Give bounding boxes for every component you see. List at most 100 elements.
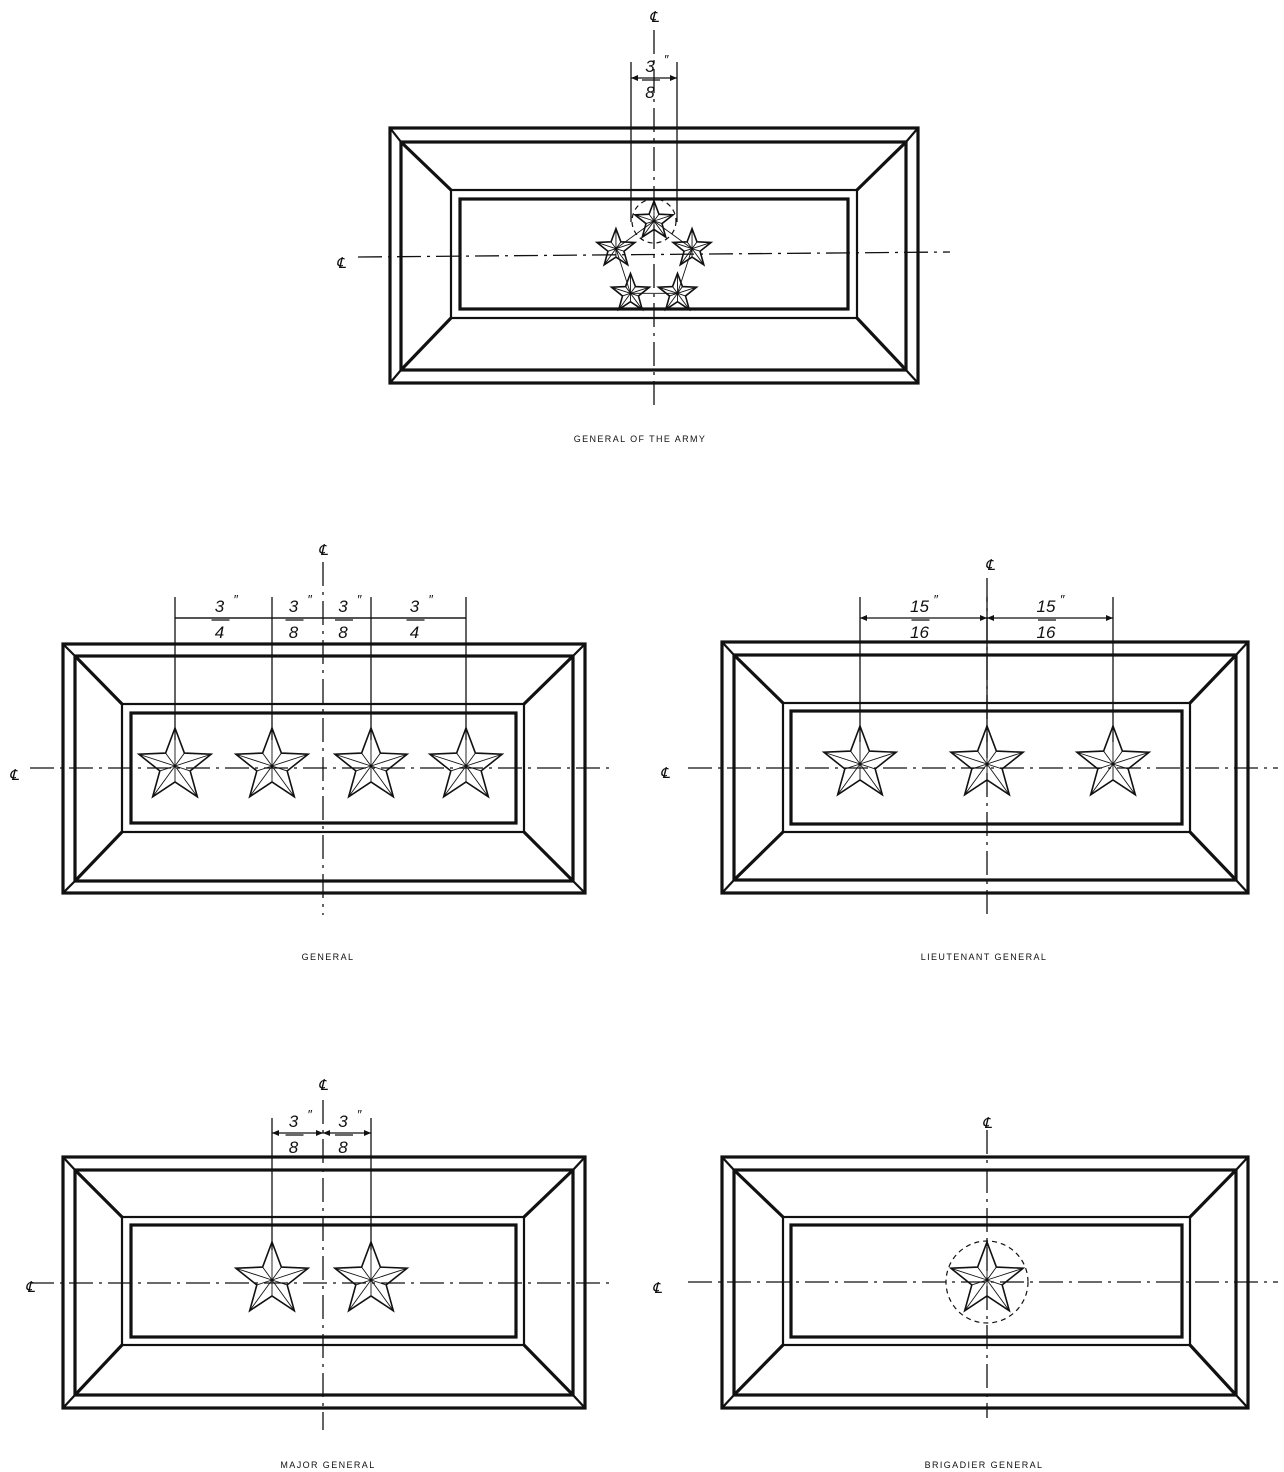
dimension-arrowhead [1106, 615, 1113, 621]
frame-corner-bevel [721, 879, 735, 894]
star-facet [859, 750, 870, 765]
star-icon [332, 1239, 410, 1313]
fraction-numerator: 3 [645, 57, 655, 76]
star-icon [136, 725, 214, 799]
star-facet [429, 753, 467, 767]
frame-corner-bevel [1235, 641, 1249, 656]
panel-caption: LIEUTENANT GENERAL [921, 952, 1048, 962]
fraction-numerator: 3 [289, 1112, 299, 1131]
star-facet [677, 292, 686, 297]
star-facet [355, 1279, 372, 1286]
star-facet [859, 763, 876, 770]
star-facet [844, 763, 861, 770]
star-icon [233, 725, 311, 799]
star-icon [609, 271, 652, 312]
star-facet [271, 752, 282, 767]
fraction-numerator: 3 [338, 597, 348, 616]
star-facet [174, 753, 212, 767]
centerline-symbol: ℄ [318, 1076, 328, 1094]
frame-corner-bevel [732, 1343, 785, 1397]
star-facet [986, 1279, 1003, 1286]
fraction-numerator: 15 [1037, 597, 1056, 616]
star-facet [611, 286, 631, 294]
star-icon [948, 1239, 1026, 1313]
inch-mark: ″ [1060, 592, 1065, 607]
fraction-numerator: 3 [410, 597, 420, 616]
star-icon [1074, 723, 1152, 797]
frame-corner-bevel [855, 316, 908, 372]
dimension: 3″8 [272, 592, 323, 642]
frame-core-edge [129, 1223, 518, 1339]
fraction-numerator: 3 [338, 1112, 348, 1131]
dimension: 3″4 [371, 592, 466, 642]
frame-corner-bevel [1235, 1394, 1249, 1409]
star-facet [615, 242, 636, 250]
star-facet [271, 1267, 309, 1281]
panel-caption: MAJOR GENERAL [280, 1460, 375, 1470]
star-facet [348, 765, 372, 798]
fraction-denominator: 8 [645, 83, 655, 102]
star-facet [355, 765, 372, 772]
dimension-arrowhead [316, 1130, 323, 1136]
frame-corner-bevel [73, 654, 124, 706]
star-facet [686, 241, 693, 249]
star-facet [370, 752, 381, 767]
frame-corner-bevel [572, 1394, 586, 1409]
star-facet [986, 1267, 1024, 1281]
star-facet [683, 248, 693, 252]
star-facet [971, 1279, 988, 1286]
star-facet [618, 293, 631, 310]
star-facet [370, 1267, 408, 1281]
star-facet [1103, 750, 1114, 765]
star-facet [669, 292, 678, 297]
centerline-symbol: ℄ [660, 764, 670, 782]
frame-corner-bevel [1188, 653, 1238, 705]
dimension-arrowhead [860, 615, 867, 621]
star-facet [986, 751, 1024, 765]
fraction-denominator: 8 [289, 623, 299, 642]
star-facet [648, 213, 655, 222]
star-facet [837, 763, 861, 796]
star-facet [174, 765, 191, 772]
star-facet [443, 765, 467, 798]
star-facet [334, 753, 372, 767]
star-icon [427, 725, 505, 799]
star-facet [986, 763, 1010, 796]
star-facet [615, 248, 625, 252]
dimension-arrowhead [987, 615, 994, 621]
star-facet [334, 1267, 372, 1281]
star-facet [607, 248, 617, 252]
star-facet [653, 220, 667, 238]
star-facet [271, 753, 309, 767]
star-facet [370, 1266, 381, 1281]
centerline-symbol: ℄ [25, 1278, 35, 1296]
star-facet [174, 765, 198, 798]
inch-mark: ″ [307, 1107, 312, 1122]
frame-corner-bevel [62, 643, 76, 657]
star-facet [653, 214, 674, 222]
star-facet [641, 220, 655, 238]
inch-mark: ″ [307, 592, 312, 607]
star-facet [950, 1267, 988, 1281]
star-facet [465, 765, 482, 772]
dimension: 15″16 [860, 592, 987, 642]
star-facet [653, 220, 663, 225]
dimension-arrowhead [670, 75, 677, 81]
star-facet [174, 752, 185, 767]
frame-corner-bevel [62, 880, 76, 894]
star-facet [986, 1279, 1010, 1312]
star-facet [677, 293, 690, 310]
centerline-symbol: ℄ [985, 556, 995, 574]
star-facet [271, 1266, 282, 1281]
frame-corner-bevel [73, 1343, 124, 1397]
inch-mark: ″ [357, 592, 362, 607]
dimension: 3″8 [323, 592, 371, 642]
star-facet [630, 286, 650, 294]
frame-corner-bevel [721, 1394, 735, 1409]
star-facet [165, 752, 176, 767]
frame-corner-bevel [732, 830, 785, 882]
star-facet [971, 763, 988, 770]
dimension: 3″4 [175, 592, 272, 642]
